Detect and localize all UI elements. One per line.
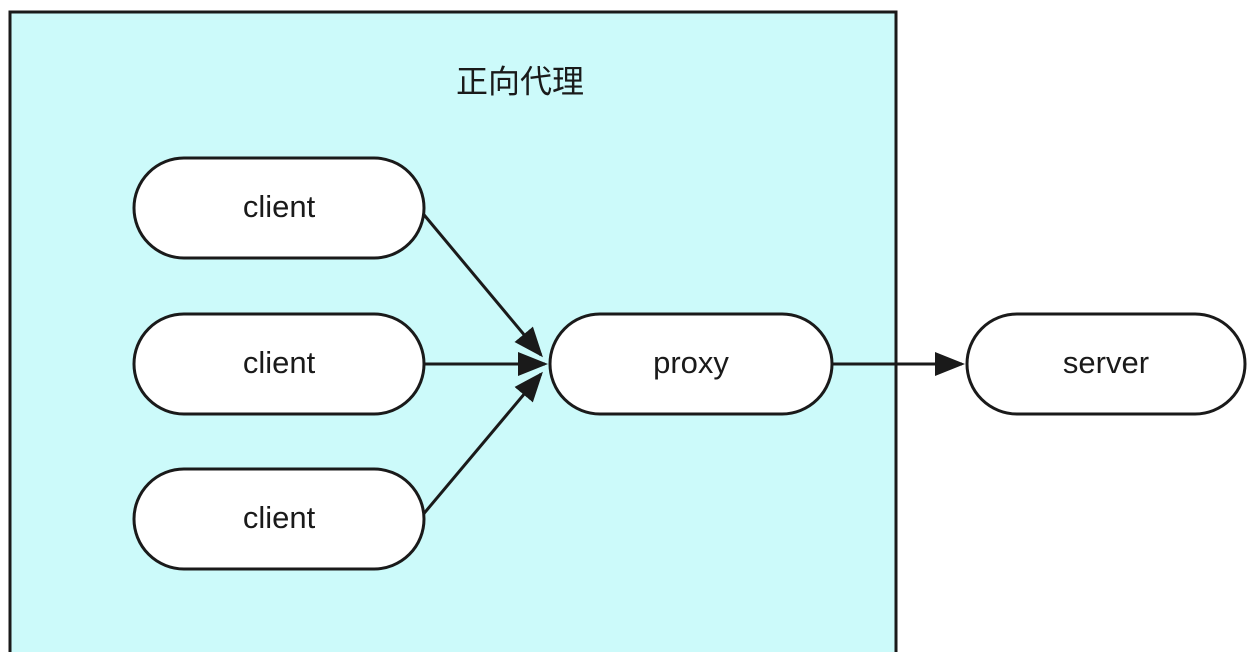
node-shape-client-1 [132, 156, 426, 260]
node-label-client-3: client [243, 500, 316, 535]
node-shape-proxy [548, 312, 834, 416]
nodes-group: client client client proxy server [132, 156, 1247, 571]
node-proxy[interactable]: proxy [548, 312, 834, 416]
node-client-3[interactable]: client [132, 467, 426, 571]
node-server[interactable]: server [965, 312, 1247, 416]
node-label-client-2: client [243, 345, 316, 380]
node-label-client-1: client [243, 189, 316, 224]
node-shape-client-3 [132, 467, 426, 571]
edge-client1-to-proxy [418, 209, 543, 358]
zone-title: 正向代理 [456, 63, 584, 99]
node-label-proxy: proxy [653, 345, 729, 380]
node-shape-client-2 [132, 312, 426, 416]
node-shape-server [965, 312, 1247, 416]
node-client-2[interactable]: client [132, 312, 426, 416]
node-label-server: server [1063, 345, 1149, 380]
node-client-1[interactable]: client [132, 156, 426, 260]
edge-client3-to-proxy [419, 371, 543, 518]
edges-group [418, 209, 965, 518]
